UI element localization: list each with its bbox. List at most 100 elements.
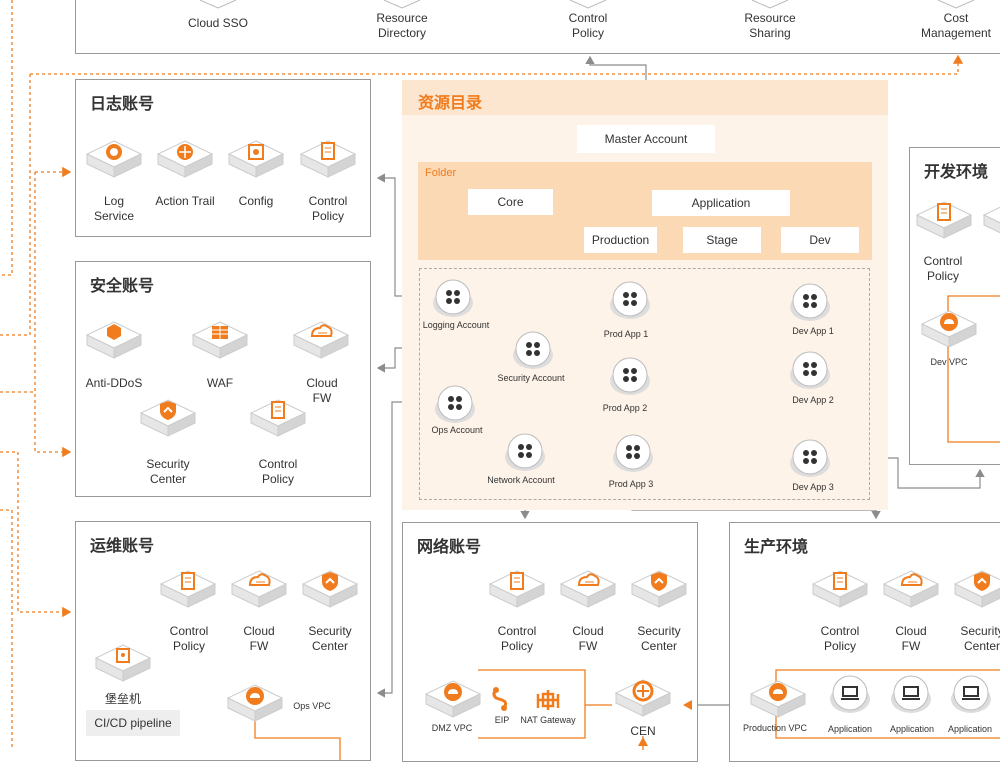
folder-production[interactable]: Production [584, 227, 657, 253]
ops-vpc-label: Ops VPC [293, 701, 331, 711]
bastion-host-label: 堡垒机 [104, 692, 142, 706]
config-icon [227, 140, 285, 178]
prod-app-1-node[interactable] [609, 280, 651, 322]
control-policy-icon [915, 201, 973, 239]
dev-vpc-label: Dev VPC [930, 357, 968, 367]
action-trail-icon [156, 140, 214, 178]
control-policy-icon [159, 570, 217, 608]
application-icon [951, 675, 991, 713]
anti-ddos-label: Anti-DDoS [85, 376, 143, 390]
ops-account-node[interactable] [434, 384, 476, 426]
top-services-panel [75, 0, 1000, 54]
network-account-label: Network Account [487, 475, 555, 485]
prod-app-3-node[interactable] [612, 433, 654, 475]
control-policy-icon [488, 570, 546, 608]
prod-env-panel: 生产环境 [729, 522, 1000, 762]
dev-env-panel: 开发环境 [909, 147, 1000, 465]
dev-app-3-node[interactable] [789, 438, 831, 480]
dev-app-1-node[interactable] [789, 282, 831, 324]
resource-directory-label: Resource Directory [376, 11, 428, 40]
control-policy-label: Control Policy [258, 457, 298, 486]
nat-gateway-label: NAT Gateway [520, 715, 576, 725]
network-account-node[interactable] [504, 432, 546, 474]
dev-app-2-label: Dev App 2 [792, 395, 834, 405]
dev-vpc-icon [920, 310, 978, 348]
waf-icon [191, 321, 249, 359]
control-policy-label: Control Policy [820, 624, 860, 653]
logging-account-node[interactable] [432, 278, 474, 320]
nat-gateway-icon [536, 690, 560, 710]
security-account-node[interactable] [512, 330, 554, 372]
security-center-label: Security Center [960, 624, 1000, 653]
application-label: Application [889, 724, 935, 734]
control-policy-label: Control Policy [169, 624, 209, 653]
control-policy-label: Control Policy [308, 194, 348, 223]
network-account-panel: 网络账号 [402, 522, 698, 762]
logging-account-label: Logging Account [422, 320, 490, 330]
application-label: Application [947, 724, 993, 734]
action-trail-label: Action Trail [155, 194, 215, 208]
security-center-icon [630, 570, 688, 608]
top-icon-stubs [199, 0, 975, 9]
cloud-fw-icon [559, 570, 617, 608]
dev-app-1-label: Dev App 1 [792, 326, 834, 336]
control-policy-label: Control Policy [923, 254, 963, 283]
dev-app-3-label: Dev App 3 [792, 482, 834, 492]
folder-dev[interactable]: Dev [781, 227, 859, 253]
production-vpc-icon [749, 680, 807, 718]
security-center-icon [953, 570, 1000, 608]
panel-title: 运维账号 [90, 538, 155, 555]
cloud-fw-label: Cloud FW [895, 624, 927, 653]
control-policy-icon [811, 570, 869, 608]
security-account-panel: 安全账号 [75, 261, 371, 497]
cloud-fw-label: Cloud FW [306, 376, 338, 405]
panel-title: 网络账号 [417, 539, 482, 556]
application-icon [830, 675, 870, 713]
cloud-fw-icon [230, 570, 288, 608]
dev-app-2-node[interactable] [789, 350, 831, 392]
panel-title: 安全账号 [90, 278, 155, 295]
dmz-vpc-icon [424, 680, 482, 718]
cloud-fw-label: Cloud FW [243, 624, 275, 653]
control-policy-top-label: Control Policy [568, 11, 608, 40]
prod-app-1-label: Prod App 1 [603, 329, 649, 339]
dmz-vpc-label: DMZ VPC [431, 723, 473, 733]
anti-ddos-icon [85, 321, 143, 359]
eip-label: EIP [494, 715, 510, 725]
security-center-icon [301, 570, 359, 608]
master-account-box[interactable]: Master Account [577, 125, 715, 153]
cen-icon [614, 679, 672, 717]
cloud-fw-icon [882, 570, 940, 608]
cloud-fw-icon [982, 206, 1000, 234]
folder-stage[interactable]: Stage [683, 227, 761, 253]
application-icon [891, 675, 931, 713]
cicd-pipeline-box[interactable]: CI/CD pipeline [86, 710, 180, 736]
panel-title: 日志账号 [90, 96, 155, 113]
application-label: Application [827, 724, 873, 734]
ops-vpc-icon [226, 684, 284, 722]
cloud-sso-label: Cloud SSO [187, 16, 249, 30]
accounts-dashed-area [419, 268, 870, 500]
cloud-fw-label: Cloud FW [572, 624, 604, 653]
cost-management-label: Cost Management [920, 11, 992, 40]
control-policy-icon [299, 140, 357, 178]
config-label: Config [238, 194, 274, 208]
resource-sharing-label: Resource Sharing [744, 11, 796, 40]
prod-app-2-label: Prod App 2 [602, 403, 648, 413]
security-center-icon [139, 399, 197, 437]
production-vpc-label: Production VPC [742, 723, 808, 733]
folder-label: Folder [425, 167, 457, 179]
eip-icon [492, 687, 508, 711]
log-service-label: Log Service [93, 194, 135, 223]
prod-app-3-label: Prod App 3 [608, 479, 654, 489]
security-center-label: Security Center [637, 624, 681, 653]
folder-application[interactable]: Application [652, 190, 790, 216]
resource-directory-title: 资源目录 [418, 95, 483, 112]
panel-title: 生产环境 [744, 539, 809, 556]
cloud-fw-icon [292, 321, 350, 359]
security-account-label: Security Account [497, 373, 565, 383]
prod-app-2-node[interactable] [609, 356, 651, 398]
panel-title: 开发环境 [924, 164, 989, 181]
folder-core[interactable]: Core [468, 189, 553, 215]
waf-label: WAF [206, 376, 234, 390]
